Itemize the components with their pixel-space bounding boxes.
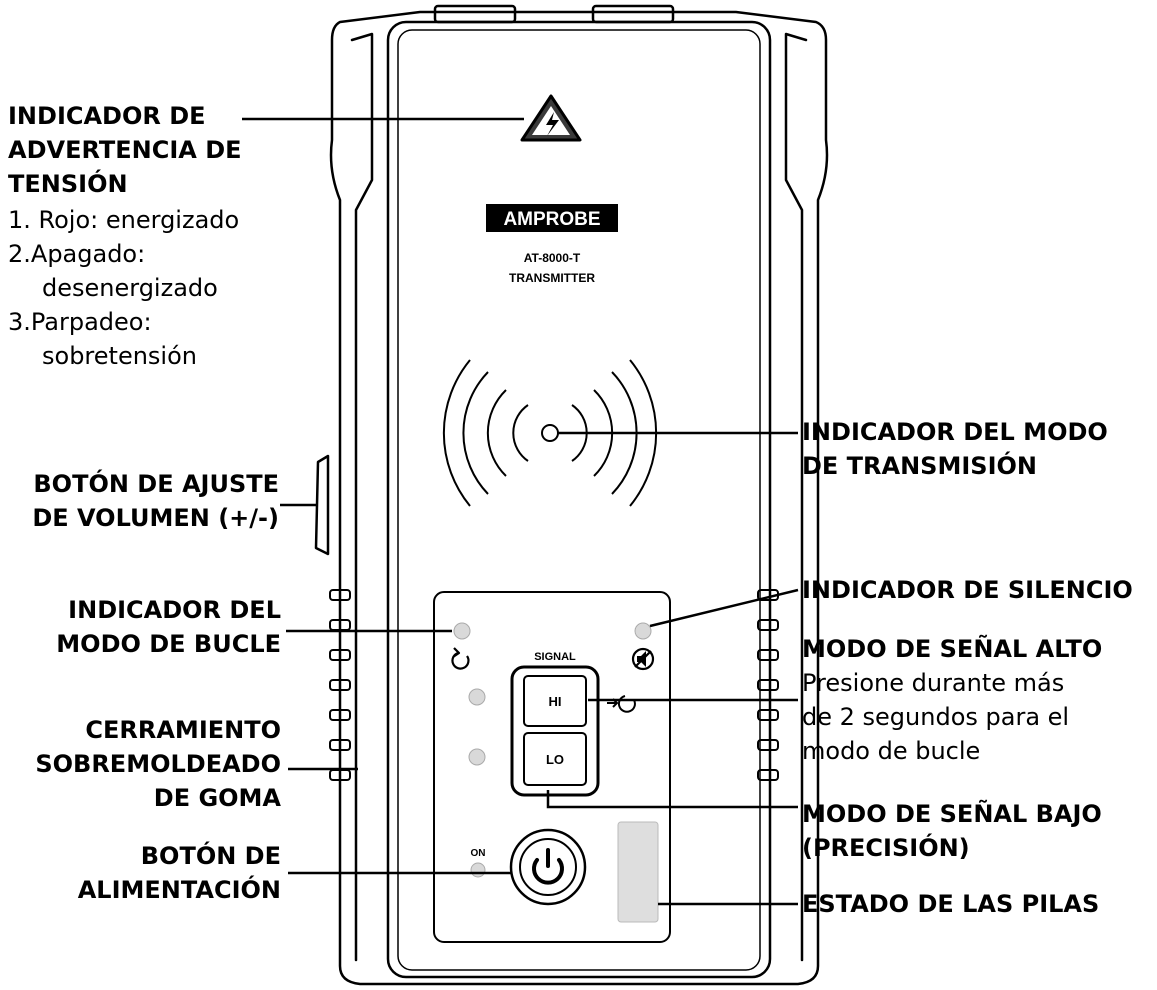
lo-mode-led	[468, 748, 486, 766]
voltage-warning-icon	[520, 94, 582, 142]
volume-button-label-1: BOTÓN DE AJUSTE	[33, 470, 279, 498]
brand-logo: AMPROBE	[503, 209, 600, 230]
on-label: ON	[471, 848, 486, 859]
loop-mode-led	[453, 622, 471, 640]
left-grip-ribs	[329, 589, 351, 781]
top-tab-right	[591, 4, 675, 24]
rubber-enclosure-label-3: DE GOMA	[153, 784, 281, 812]
voltage-warning-item-3-cont: sobretensión	[42, 342, 197, 370]
volume-button-shape	[314, 454, 330, 556]
loop-indicator-label-1: INDICADOR DEL	[68, 596, 281, 624]
battery-window	[617, 821, 659, 923]
signal-label: SIGNAL	[534, 651, 576, 663]
model-number: AT-8000-T	[524, 251, 581, 265]
rubber-housing-inner-right	[784, 32, 808, 962]
hold-loop-icon	[607, 695, 636, 713]
voltage-warning-title-2: ADVERTENCIA DE	[8, 136, 242, 164]
high-signal-title: MODO DE SEÑAL ALTO	[802, 635, 1103, 663]
signal-rocker-switch	[510, 665, 600, 797]
rubber-enclosure-label-1: CERRAMIENTO	[85, 716, 281, 744]
right-grip-ribs	[757, 589, 779, 781]
high-signal-desc-2: de 2 segundos para el	[802, 703, 1070, 731]
hi-mode-led	[468, 688, 486, 706]
rubber-housing-inner-left	[350, 32, 374, 962]
high-signal-desc-1: Presione durante más	[802, 669, 1065, 697]
transmit-indicator-label-1: INDICADOR DEL MODO	[802, 418, 1108, 446]
mute-icon	[631, 647, 655, 671]
mute-indicator-label: INDICADOR DE SILENCIO	[802, 576, 1133, 604]
loop-indicator-label-2: MODO DE BUCLE	[56, 630, 281, 658]
callout-leader-lines	[242, 117, 799, 906]
high-signal-desc-3: modo de bucle	[802, 737, 981, 765]
front-panel-inner	[397, 29, 761, 971]
rubber-enclosure-label-2: SOBREMOLDEADO	[35, 750, 281, 778]
voltage-warning-item-2: 2.Apagado:	[8, 240, 146, 268]
voltage-warning-title-3: TENSIÓN	[8, 170, 128, 198]
power-button-label-2: ALIMENTACIÓN	[77, 876, 281, 904]
voltage-warning-title-1: INDICADOR DE	[8, 102, 206, 130]
model-type: TRANSMITTER	[509, 271, 595, 285]
loop-icon	[451, 647, 470, 670]
front-panel	[386, 20, 772, 979]
low-signal-label-1: MODO DE SEÑAL BAJO	[802, 800, 1102, 828]
battery-status-label: ESTADO DE LAS PILAS	[802, 890, 1100, 918]
brand-plate	[486, 204, 618, 232]
power-led	[470, 862, 486, 878]
hi-button-label: HI	[549, 694, 562, 709]
voltage-warning-item-2-cont: desenergizado	[42, 274, 218, 302]
transmit-indicator-label-2: DE TRANSMISIÓN	[802, 452, 1037, 480]
control-panel	[433, 591, 671, 943]
top-tab-left	[433, 4, 517, 24]
mute-led	[634, 622, 652, 640]
lo-button-label: LO	[546, 752, 564, 767]
low-signal-label-2: (PRECISIÓN)	[802, 834, 970, 862]
volume-button-label-2: DE VOLUMEN (+/-)	[32, 504, 279, 532]
power-button-shape	[509, 828, 587, 906]
voltage-warning-item-3: 3.Parpadeo:	[8, 308, 152, 336]
rubber-housing-outline	[329, 10, 829, 986]
voltage-warning-item-1: 1. Rojo: energizado	[8, 206, 240, 234]
power-button-label-1: BOTÓN DE	[140, 842, 281, 870]
